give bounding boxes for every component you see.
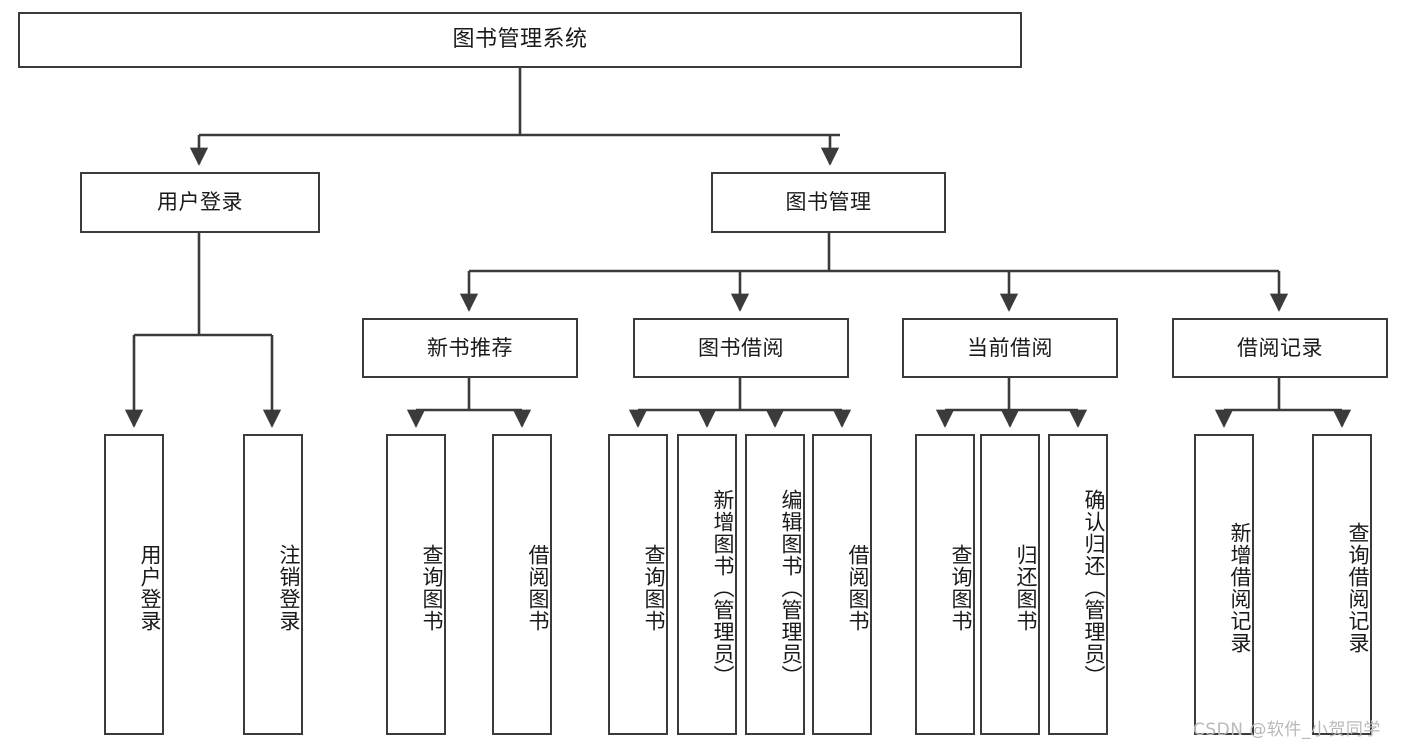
leaf-label: 编辑图书（管理员） bbox=[779, 488, 803, 687]
leaf-label: 确认归还（管理员） bbox=[1082, 488, 1106, 687]
node-book-management[interactable]: 图书管理 bbox=[711, 172, 946, 233]
leaf-query-books-borrow[interactable]: 查询图书 bbox=[608, 434, 668, 735]
leaf-query-books-current[interactable]: 查询图书 bbox=[915, 434, 975, 735]
leaf-borrow-books[interactable]: 借阅图书 bbox=[812, 434, 872, 735]
node-borrow-records[interactable]: 借阅记录 bbox=[1172, 318, 1388, 378]
node-new-book-recommend[interactable]: 新书推荐 bbox=[362, 318, 578, 378]
leaf-query-borrow-record[interactable]: 查询借阅记录 bbox=[1312, 434, 1372, 735]
leaf-borrow-books-newbook[interactable]: 借阅图书 bbox=[492, 434, 552, 735]
leaf-user-login[interactable]: 用户登录 bbox=[104, 434, 164, 735]
leaf-label: 新增图书（管理员） bbox=[711, 488, 735, 687]
leaf-label: 查询图书 bbox=[420, 543, 444, 632]
leaf-query-books-newbook[interactable]: 查询图书 bbox=[386, 434, 446, 735]
leaf-label: 用户登录 bbox=[138, 543, 162, 632]
leaf-label: 借阅图书 bbox=[846, 543, 870, 632]
leaf-label: 查询借阅记录 bbox=[1346, 521, 1370, 654]
leaf-label: 查询图书 bbox=[642, 543, 666, 632]
leaf-edit-book-admin[interactable]: 编辑图书（管理员） bbox=[745, 434, 805, 735]
leaf-label: 注销登录 bbox=[277, 543, 301, 632]
leaf-label: 归还图书 bbox=[1014, 543, 1038, 632]
leaf-label: 借阅图书 bbox=[526, 543, 550, 632]
csdn-watermark: CSDN @软件_小贺同学 bbox=[1193, 720, 1381, 740]
node-current-borrow[interactable]: 当前借阅 bbox=[902, 318, 1118, 378]
node-book-borrow[interactable]: 图书借阅 bbox=[633, 318, 849, 378]
leaf-return-books[interactable]: 归还图书 bbox=[980, 434, 1040, 735]
leaf-add-borrow-record[interactable]: 新增借阅记录 bbox=[1194, 434, 1254, 735]
node-user-login[interactable]: 用户登录 bbox=[80, 172, 320, 233]
leaf-label: 新增借阅记录 bbox=[1228, 521, 1252, 654]
node-root[interactable]: 图书管理系统 bbox=[18, 12, 1022, 68]
leaf-label: 查询图书 bbox=[949, 543, 973, 632]
leaf-logout[interactable]: 注销登录 bbox=[243, 434, 303, 735]
leaf-confirm-return-admin[interactable]: 确认归还（管理员） bbox=[1048, 434, 1108, 735]
leaf-add-book-admin[interactable]: 新增图书（管理员） bbox=[677, 434, 737, 735]
